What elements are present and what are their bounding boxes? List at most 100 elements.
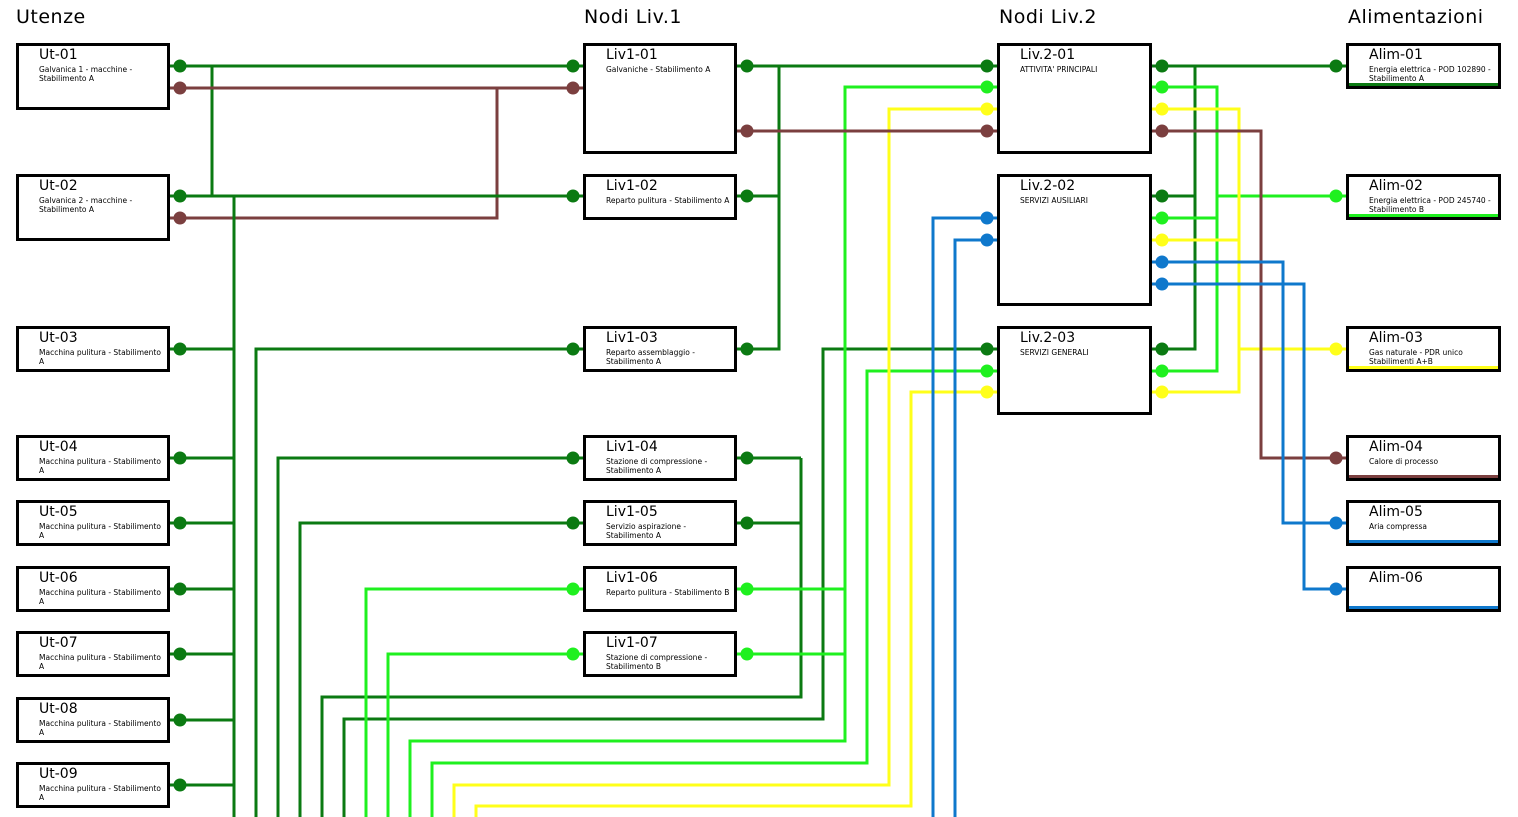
node-liv1-02[interactable]: Liv1-02 Reparto pulitura - Stabilimento … (583, 174, 737, 220)
port-dot[interactable] (1155, 385, 1169, 399)
port-dot[interactable] (1155, 124, 1169, 138)
port-dot[interactable] (173, 59, 187, 73)
node-ut-07[interactable]: Ut-07 Macchina pulitura - Stabilimento A (16, 631, 170, 677)
node-liv1-04[interactable]: Liv1-04 Stazione di compressione - Stabi… (583, 435, 737, 481)
node-alim-02[interactable]: Alim-02 Energia elettrica - POD 245740 -… (1346, 174, 1501, 220)
node-liv2-03[interactable]: Liv.2-03 SERVIZI GENERALI (997, 326, 1152, 415)
header-utenze: Utenze (16, 6, 86, 28)
port-dot[interactable] (1155, 277, 1169, 291)
port-dot[interactable] (980, 385, 994, 399)
port-dot[interactable] (1155, 211, 1169, 225)
port-dot[interactable] (173, 647, 187, 661)
node-ut-04[interactable]: Ut-04 Macchina pulitura - Stabilimento A (16, 435, 170, 481)
port-dot[interactable] (740, 451, 754, 465)
port-dot[interactable] (173, 81, 187, 95)
port-dot[interactable] (980, 342, 994, 356)
node-ut-03[interactable]: Ut-03 Macchina pulitura - Stabilimento A (16, 326, 170, 372)
node-ut-02[interactable]: Ut-02 Galvanica 2 - macchine - Stabilime… (16, 174, 170, 241)
node-alim-06[interactable]: Alim-06 (1346, 566, 1501, 612)
node-ut-01[interactable]: Ut-01 Galvanica 1 - macchine - Stabilime… (16, 43, 170, 110)
node-alim-05[interactable]: Alim-05 Aria compressa (1346, 500, 1501, 546)
node-description: Stazione di compressione - Stabilimento … (606, 653, 708, 671)
port-dot[interactable] (1329, 516, 1343, 530)
port-dot[interactable] (740, 124, 754, 138)
port-dot[interactable] (980, 59, 994, 73)
port-dot[interactable] (173, 342, 187, 356)
port-dot[interactable] (1329, 582, 1343, 596)
port-dot[interactable] (1155, 342, 1169, 356)
port-dot[interactable] (980, 124, 994, 138)
port-dot[interactable] (1329, 451, 1343, 465)
node-description: Macchina pulitura - Stabilimento A (39, 653, 161, 671)
port-dot[interactable] (1155, 189, 1169, 203)
port-dot[interactable] (173, 582, 187, 596)
node-liv1-01[interactable]: Liv1-01 Galvaniche - Stabilimento A (583, 43, 737, 154)
supply-color-bar (1349, 214, 1498, 217)
port-dot[interactable] (980, 80, 994, 94)
port-dot[interactable] (566, 516, 580, 530)
node-liv1-07[interactable]: Liv1-07 Stazione di compressione - Stabi… (583, 631, 737, 677)
port-dot[interactable] (173, 211, 187, 225)
port-dot[interactable] (740, 647, 754, 661)
port-dot[interactable] (1155, 80, 1169, 94)
port-dot[interactable] (980, 364, 994, 378)
port-dot[interactable] (566, 59, 580, 73)
port-dot[interactable] (173, 713, 187, 727)
port-dot[interactable] (173, 189, 187, 203)
connection-line (1152, 107, 1241, 394)
node-liv1-05[interactable]: Liv1-05 Servizio aspirazione - Stabilime… (583, 500, 737, 546)
port-dot[interactable] (980, 233, 994, 247)
node-title: Liv.2-01 (1020, 47, 1076, 63)
port-dot[interactable] (740, 582, 754, 596)
node-ut-09[interactable]: Ut-09 Macchina pulitura - Stabilimento A (16, 762, 170, 808)
port-dot[interactable] (740, 59, 754, 73)
port-dot[interactable] (173, 778, 187, 792)
header-nodi-liv2: Nodi Liv.2 (999, 6, 1097, 28)
port-dot[interactable] (980, 102, 994, 116)
node-description: Galvanica 2 - macchine - Stabilimento A (39, 196, 133, 214)
port-dot[interactable] (566, 342, 580, 356)
header-nodi-liv1: Nodi Liv.1 (584, 6, 682, 28)
node-title: Liv1-07 (606, 635, 658, 651)
port-dot[interactable] (740, 516, 754, 530)
node-alim-03[interactable]: Alim-03 Gas naturale - PDR unico Stabili… (1346, 326, 1501, 372)
connection-line (320, 458, 803, 817)
port-dot[interactable] (566, 582, 580, 596)
port-dot[interactable] (566, 647, 580, 661)
port-dot[interactable] (566, 189, 580, 203)
port-dot[interactable] (1329, 59, 1343, 73)
port-dot[interactable] (980, 211, 994, 225)
node-description: Galvaniche - Stabilimento A (606, 65, 711, 74)
node-alim-04[interactable]: Alim-04 Calore di processo (1346, 435, 1501, 481)
node-liv1-03[interactable]: Liv1-03 Reparto assemblaggio - Stabilime… (583, 326, 737, 372)
port-dot[interactable] (1155, 255, 1169, 269)
node-alim-01[interactable]: Alim-01 Energia elettrica - POD 102890 -… (1346, 43, 1501, 89)
node-liv1-06[interactable]: Liv1-06 Reparto pulitura - Stabilimento … (583, 566, 737, 612)
node-liv2-02[interactable]: Liv.2-02 SERVIZI AUSILIARI (997, 174, 1152, 306)
port-dot[interactable] (740, 342, 754, 356)
port-dot[interactable] (173, 516, 187, 530)
port-dot[interactable] (566, 451, 580, 465)
port-dot[interactable] (740, 189, 754, 203)
port-dot[interactable] (1155, 102, 1169, 116)
port-dot[interactable] (1155, 364, 1169, 378)
port-dot[interactable] (1155, 59, 1169, 73)
node-description: Reparto pulitura - Stabilimento B (606, 588, 730, 597)
node-title: Ut-05 (39, 504, 78, 520)
node-title: Ut-06 (39, 570, 78, 586)
port-dot[interactable] (1329, 342, 1343, 356)
node-liv2-01[interactable]: Liv.2-01 ATTIVITA' PRINCIPALI (997, 43, 1152, 154)
connection-line (430, 369, 997, 817)
port-dot[interactable] (566, 81, 580, 95)
port-dot[interactable] (1155, 233, 1169, 247)
port-dot[interactable] (1329, 189, 1343, 203)
port-dot[interactable] (173, 451, 187, 465)
node-ut-05[interactable]: Ut-05 Macchina pulitura - Stabilimento A (16, 500, 170, 546)
supply-color-bar (1349, 83, 1498, 86)
supply-color-bar (1349, 366, 1498, 369)
supply-color-bar (1349, 606, 1498, 609)
supply-color-bar (1349, 475, 1498, 478)
node-ut-08[interactable]: Ut-08 Macchina pulitura - Stabilimento A (16, 697, 170, 743)
node-ut-06[interactable]: Ut-06 Macchina pulitura - Stabilimento A (16, 566, 170, 612)
